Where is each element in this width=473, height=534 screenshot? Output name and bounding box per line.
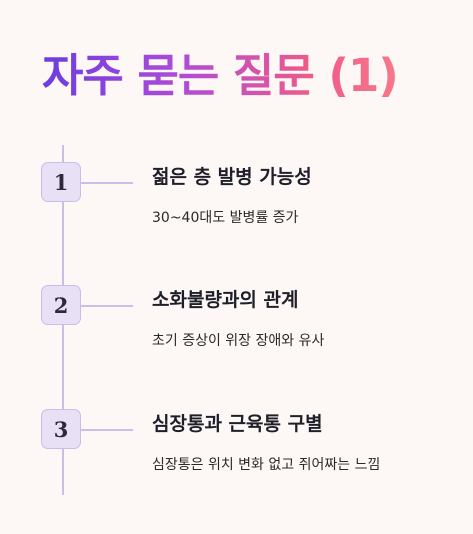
step-description: 30~40대도 발병률 증가: [152, 210, 299, 226]
page-title: 자주 묻는 질문 (1): [42, 44, 399, 108]
step-number-badge: 3: [41, 409, 81, 449]
faq-step-2: 2 소화불량과의 관계 초기 증상이 위장 장애와 유사: [0, 285, 473, 365]
step-number-badge: 2: [41, 285, 81, 325]
step-heading: 심장통과 근육통 구별: [152, 413, 323, 435]
step-connector-line: [81, 429, 133, 431]
step-heading: 소화불량과의 관계: [152, 289, 299, 311]
faq-step-1: 1 젊은 층 발병 가능성 30~40대도 발병률 증가: [0, 162, 473, 242]
step-connector-line: [81, 182, 133, 184]
step-connector-line: [81, 305, 133, 307]
step-description: 심장통은 위치 변화 없고 쥐어짜는 느낌: [152, 457, 381, 473]
faq-step-3: 3 심장통과 근육통 구별 심장통은 위치 변화 없고 쥐어짜는 느낌: [0, 409, 473, 489]
step-heading: 젊은 층 발병 가능성: [152, 166, 312, 188]
step-number-badge: 1: [41, 162, 81, 202]
step-description: 초기 증상이 위장 장애와 유사: [152, 333, 325, 349]
